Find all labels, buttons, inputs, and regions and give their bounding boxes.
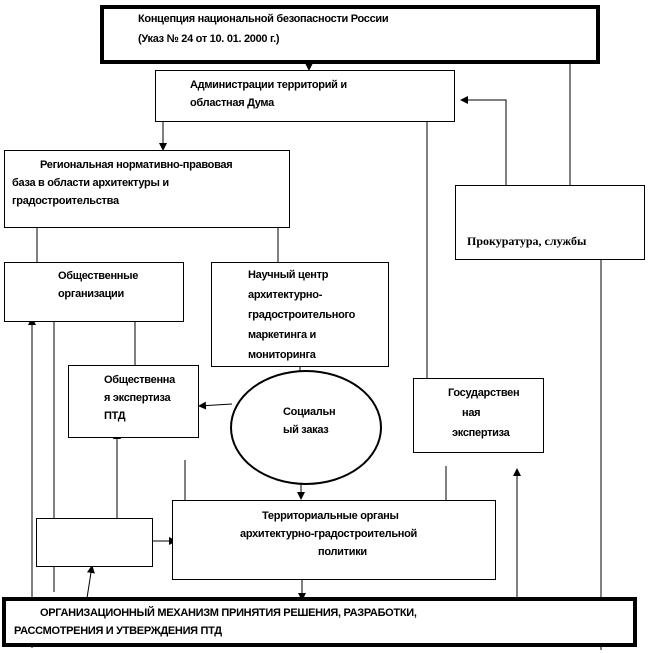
public-orgs-line2: организации	[58, 288, 124, 300]
link-mechanism-small	[86, 565, 95, 599]
link-social-public-exp	[198, 401, 233, 410]
state-expertise-line2: ная	[462, 407, 481, 419]
social-order-line2: ый заказ	[283, 424, 329, 436]
science-line2: архитектурно-	[248, 289, 323, 301]
state-expertise-line3: экспертиза	[452, 427, 510, 439]
social-order-line1: Социальн	[283, 406, 336, 418]
public-expertise-line1: Общественна	[104, 374, 175, 386]
state-expertise-box	[413, 378, 544, 453]
public-orgs-line1: Общественные	[58, 270, 139, 282]
concept-decree: (Указ № 24 от 10. 01. 2000 г.)	[138, 33, 280, 45]
link-prosecutor-admin	[460, 96, 507, 212]
admin-box	[155, 70, 455, 122]
public-orgs-box	[4, 262, 184, 322]
science-line5: мониторинга	[248, 349, 316, 361]
empty-box	[36, 518, 153, 567]
science-box	[211, 262, 389, 367]
regional-line2: база в области архитектуры и	[12, 177, 169, 189]
state-expertise-line1: Государствен	[448, 387, 520, 399]
science-line3: градостроительного	[248, 309, 356, 321]
public-expertise-line3: ПТД	[104, 410, 126, 422]
regional-line1: Региональная нормативно-правовая	[40, 159, 233, 171]
science-line1: Научный центр	[248, 269, 329, 281]
social-order-ellipse	[230, 370, 382, 485]
mechanism-box	[2, 597, 637, 647]
science-line4: маркетинга и	[248, 329, 317, 341]
territorial-box	[172, 500, 496, 580]
admin-line1: Администрации территорий и	[190, 79, 347, 91]
prosecutor-box	[455, 185, 645, 260]
territorial-line1: Территориальные органы	[262, 510, 399, 522]
public-expertise-line2: я экспертиза	[104, 392, 171, 404]
territorial-line2: архитектурно-градостроительной	[240, 528, 418, 540]
public-expertise-box	[68, 365, 199, 438]
territorial-line3: политики	[318, 546, 367, 558]
concept-box	[100, 5, 600, 64]
prosecutor-label: Прокуратура, службы	[467, 234, 587, 248]
concept-title: Концепция национальной безопасности Росс…	[138, 13, 389, 25]
admin-line2: областная Дума	[190, 97, 274, 109]
regional-line3: градостроительства	[12, 195, 119, 207]
mechanism-line1: ОРГАНИЗАЦИОННЫЙ МЕХАНИЗМ ПРИНЯТИЯ РЕШЕНИ…	[40, 607, 417, 619]
mechanism-line2: РАССМОТРЕНИЯ И УТВЕРЖДЕНИЯ ПТД	[14, 625, 222, 637]
regional-box	[4, 150, 290, 228]
